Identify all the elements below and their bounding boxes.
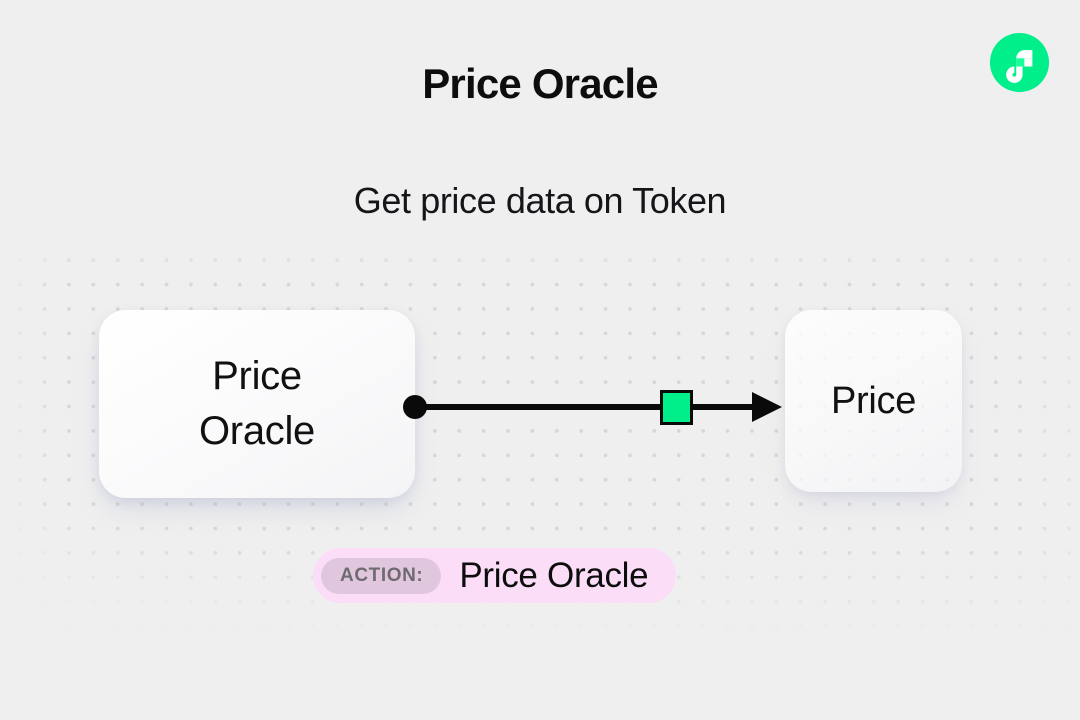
action-value: Price Oracle bbox=[459, 555, 649, 595]
action-badge[interactable]: ACTION: Price Oracle bbox=[313, 548, 677, 603]
edge-green-square-chip-icon[interactable] bbox=[660, 390, 693, 425]
node-label-line: Price bbox=[212, 353, 302, 398]
page-title: Price Oracle bbox=[422, 60, 658, 107]
node-label-line: Oracle bbox=[198, 409, 315, 453]
node-label: Price Oracle bbox=[199, 349, 315, 459]
flow-logo-icon bbox=[989, 32, 1050, 93]
edge-arrowhead-icon bbox=[752, 392, 782, 422]
node-price[interactable]: Price bbox=[785, 310, 962, 492]
node-price-oracle[interactable]: Price Oracle bbox=[99, 310, 415, 498]
page-subtitle: Get price data on Token bbox=[353, 180, 727, 221]
node-label: Price bbox=[830, 379, 917, 422]
action-tag-label: ACTION: bbox=[321, 557, 442, 594]
